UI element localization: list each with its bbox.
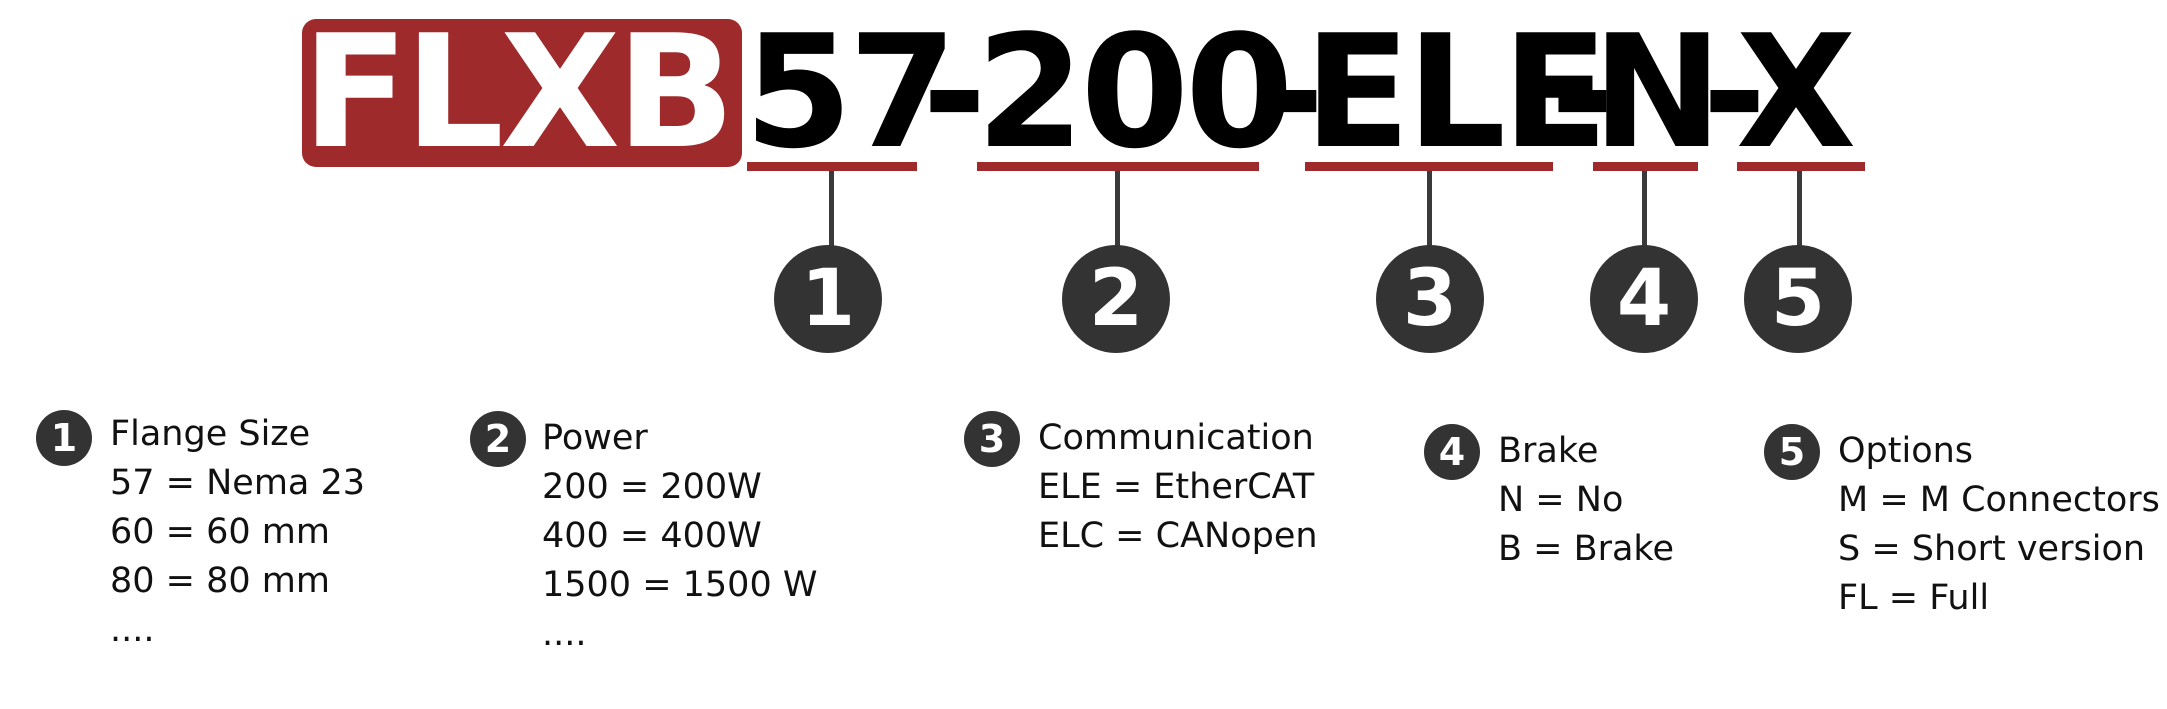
segment-brake: N xyxy=(1592,1,1723,183)
legend-item: .... xyxy=(542,614,587,654)
legend-item: B = Brake xyxy=(1498,529,1674,569)
legend-item: .... xyxy=(110,610,155,650)
underline-1 xyxy=(747,162,917,171)
separator-3: - xyxy=(1550,1,1615,183)
connector-2 xyxy=(1115,171,1120,247)
separator-2: - xyxy=(1260,1,1325,183)
legend-item: 60 = 60 mm xyxy=(110,512,330,552)
brand-prefix-text: FLXBL xyxy=(302,1,831,183)
legend-title: Power xyxy=(542,418,648,458)
legend-badge-1: 1 xyxy=(36,410,92,466)
underline-5 xyxy=(1737,162,1865,171)
separator-1: - xyxy=(922,1,987,183)
legend-item: ELE = EtherCAT xyxy=(1038,467,1315,507)
legend-title: Options xyxy=(1838,431,1974,471)
underline-2 xyxy=(977,162,1259,171)
legend-lines-3: Communication ELE = EtherCAT ELC = CANop… xyxy=(1038,414,1318,561)
connector-5 xyxy=(1797,171,1802,247)
legend-badge-4: 4 xyxy=(1424,424,1480,480)
segment-flange: 57 xyxy=(744,1,957,183)
badge-2: 2 xyxy=(1062,245,1170,353)
legend-title: Flange Size xyxy=(110,414,311,454)
legend-item: M = M Connectors xyxy=(1838,480,2160,520)
legend-item: ELC = CANopen xyxy=(1038,516,1318,556)
connector-4 xyxy=(1642,171,1647,247)
connector-1 xyxy=(829,171,834,247)
brand-prefix-box xyxy=(302,19,742,167)
legend-lines-2: Power 200 = 200W 400 = 400W 1500 = 1500 … xyxy=(542,414,817,659)
badge-1: 1 xyxy=(774,245,882,353)
legend-item: 57 = Nema 23 xyxy=(110,463,366,503)
underline-4 xyxy=(1593,162,1698,171)
legend-item: 200 = 200W xyxy=(542,467,762,507)
legend-item: 400 = 400W xyxy=(542,516,762,556)
segment-options: X xyxy=(1736,1,1856,183)
connector-3 xyxy=(1427,171,1432,247)
badge-4: 4 xyxy=(1590,245,1698,353)
separator-4: - xyxy=(1702,1,1767,183)
badge-3: 3 xyxy=(1376,245,1484,353)
legend-badge-5: 5 xyxy=(1764,424,1820,480)
segment-power: 200 xyxy=(976,1,1294,183)
legend-item: 80 = 80 mm xyxy=(110,561,330,601)
legend-title: Communication xyxy=(1038,418,1314,458)
segment-communication: ELE xyxy=(1304,1,1609,183)
legend-lines-1: Flange Size 57 = Nema 23 60 = 60 mm 80 =… xyxy=(110,410,365,655)
legend-item: S = Short version xyxy=(1838,529,2146,569)
legend-badge-2: 2 xyxy=(470,411,526,467)
legend-lines-4: Brake N = No B = Brake xyxy=(1498,427,1674,574)
legend-item: N = No xyxy=(1498,480,1624,520)
legend-badge-3: 3 xyxy=(964,411,1020,467)
underline-3 xyxy=(1305,162,1553,171)
legend-title: Brake xyxy=(1498,431,1599,471)
badge-5: 5 xyxy=(1744,245,1852,353)
legend-item: 1500 = 1500 W xyxy=(542,565,818,605)
legend-item: FL = Full xyxy=(1838,578,1990,618)
legend-lines-5: Options M = M Connectors S = Short versi… xyxy=(1838,427,2160,623)
